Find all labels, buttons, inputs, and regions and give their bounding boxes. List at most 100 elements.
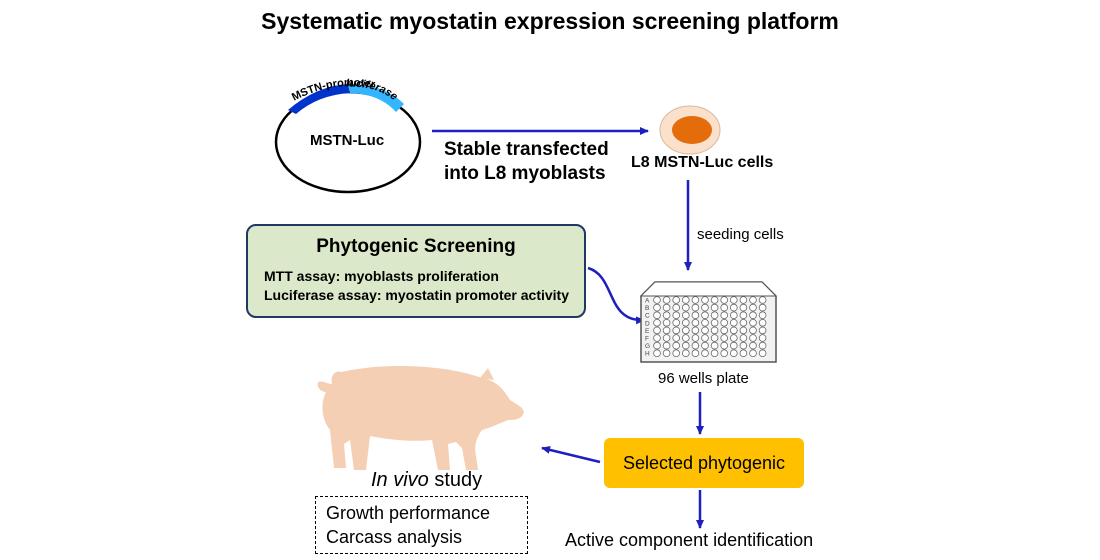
plate-row-letter: C <box>645 313 650 320</box>
plate-well <box>672 326 680 335</box>
plate-well <box>701 349 709 358</box>
plate-well <box>691 341 700 350</box>
plate-well <box>662 326 671 335</box>
plate-row-letter: D <box>645 320 650 327</box>
invivo-rest: study <box>428 469 483 491</box>
plasmid-name: MSTN-Luc <box>310 132 385 149</box>
plate-well <box>691 326 700 335</box>
plate-well <box>653 318 661 327</box>
plate-well <box>720 334 728 342</box>
plate-row-letter: B <box>645 305 649 312</box>
diagram-title: Systematic myostatin expression screenin… <box>261 8 839 34</box>
plate-well <box>758 334 767 342</box>
plate-well <box>662 311 671 320</box>
cell-nucleus <box>672 116 712 144</box>
outcomes-box: Growth performance Carcass analysis <box>315 496 528 554</box>
invivo-label: In vivo study <box>371 469 482 492</box>
plate-well <box>681 318 690 327</box>
plate-well <box>758 341 767 350</box>
seeding-label: seeding cells <box>697 226 784 243</box>
plate-label: 96 wells plate <box>658 370 749 387</box>
plate-well <box>710 318 719 327</box>
plate-well <box>720 326 728 335</box>
plate-well <box>758 318 767 327</box>
plate-well <box>749 296 757 304</box>
plate-well <box>701 326 709 335</box>
plate-well <box>739 341 748 350</box>
plate-well <box>710 341 719 350</box>
plate-well <box>662 303 671 312</box>
plate-well <box>672 296 680 304</box>
plate-well <box>701 341 709 350</box>
plate-well <box>710 334 719 342</box>
plate-well <box>749 303 757 312</box>
plate-well <box>672 311 680 320</box>
plate-well <box>720 311 728 320</box>
plate-row-letter: H <box>645 351 650 358</box>
transfection-line-2: into L8 myoblasts <box>444 163 606 184</box>
plate-well <box>691 349 700 358</box>
plate-well <box>758 349 767 358</box>
plate-well <box>710 303 719 312</box>
plate-well <box>739 318 748 327</box>
selected-label: Selected phytogenic <box>622 452 786 473</box>
plate-well <box>701 296 709 304</box>
arrow-screening-to-plate <box>587 266 645 325</box>
plate-well <box>701 303 709 312</box>
plate-well <box>758 303 767 312</box>
plate-wells <box>653 296 767 358</box>
plate-well <box>653 334 661 342</box>
arrow-selected-to-invivo <box>541 445 601 464</box>
plate-well <box>653 311 661 320</box>
promoter-segment <box>288 84 350 114</box>
plate-well <box>749 318 757 327</box>
cells-label: L8 MSTN-Luc cells <box>631 154 774 171</box>
plate-well <box>653 326 661 335</box>
active-component-label: Active component identification <box>565 530 814 550</box>
plate-well <box>758 311 767 320</box>
plate-well <box>710 296 719 304</box>
plate-well <box>672 303 680 312</box>
selected-phytogenic-box: Selected phytogenic <box>604 438 804 488</box>
plate-well <box>662 334 671 342</box>
plate-well <box>749 349 757 358</box>
plate-row-letter: G <box>645 343 650 350</box>
plate-well <box>729 349 738 358</box>
plate-well <box>720 349 728 358</box>
plate-well <box>749 334 757 342</box>
plate-well <box>739 296 748 304</box>
plate-well <box>653 303 661 312</box>
plate-well <box>729 334 738 342</box>
plate-well <box>720 341 728 350</box>
plate-well <box>710 349 719 358</box>
invivo-italic: In vivo <box>371 469 429 491</box>
plate-well <box>701 334 709 342</box>
plate-well <box>729 318 738 327</box>
plate-well <box>672 341 680 350</box>
plate-well <box>662 318 671 327</box>
transfection-line-1: Stable transfected <box>444 139 609 160</box>
plate-well <box>662 349 671 358</box>
plate-well <box>739 303 748 312</box>
plate-well <box>662 341 671 350</box>
plate-well <box>681 303 690 312</box>
plate-well <box>681 341 690 350</box>
plate-row-letter: A <box>645 298 650 305</box>
plate-row-letter: E <box>645 328 650 335</box>
plate-well <box>739 349 748 358</box>
outcome-carcass: Carcass analysis <box>326 527 463 547</box>
plate-well <box>653 349 661 358</box>
plate-well <box>720 296 728 304</box>
plate-well <box>672 334 680 342</box>
pig-silhouette <box>317 366 524 470</box>
plate-well <box>662 296 671 304</box>
plate-well <box>672 318 680 327</box>
plate-row-letter: F <box>645 336 649 343</box>
plate-well <box>729 296 738 304</box>
plate-well <box>729 326 738 335</box>
plate-well <box>710 311 719 320</box>
plate-well <box>691 334 700 342</box>
